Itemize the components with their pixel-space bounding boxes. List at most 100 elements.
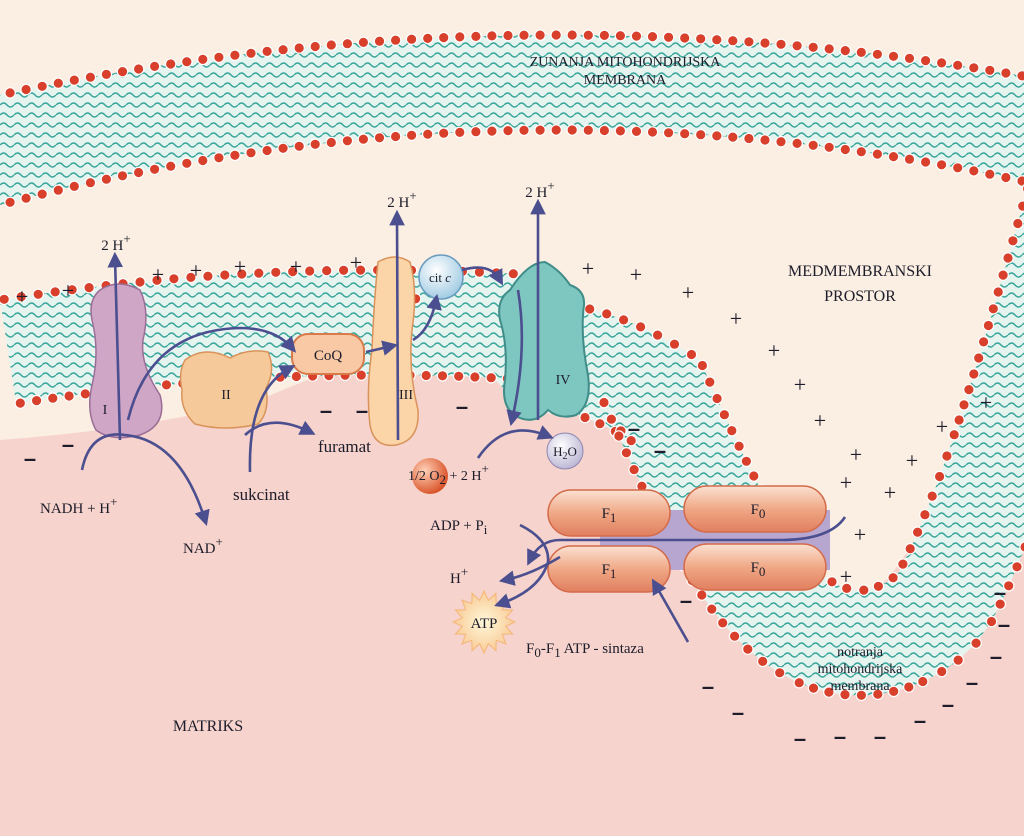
- lipid-head: [32, 288, 44, 301]
- water-molecule: [546, 432, 584, 470]
- lipid-head: [598, 396, 610, 409]
- lipid-head: [951, 162, 964, 174]
- positive-charge: +: [936, 414, 948, 439]
- lipid-head: [52, 184, 65, 196]
- lipid-head: [151, 274, 163, 287]
- lipid-head: [952, 654, 964, 666]
- lipid-head: [1002, 579, 1015, 592]
- negative-charge: –: [628, 416, 640, 441]
- lipid-head: [967, 62, 980, 74]
- positive-charge: +: [234, 254, 246, 279]
- lipid-head: [309, 138, 321, 151]
- positive-charge: +: [16, 284, 28, 309]
- lipid-head: [341, 135, 354, 147]
- lipid-head: [293, 140, 305, 153]
- lipid-head: [743, 132, 755, 145]
- lipid-head: [904, 542, 916, 555]
- lipid-head: [807, 682, 820, 694]
- negative-charge: –: [794, 726, 806, 751]
- lipid-head: [791, 137, 803, 150]
- h-plus-IV-label: 2 H+: [525, 178, 554, 201]
- lipid-head: [437, 31, 450, 44]
- lipid-head: [826, 575, 838, 588]
- lipid-head: [389, 34, 402, 46]
- coq: [291, 333, 365, 375]
- lipid-head: [421, 32, 434, 45]
- lipid-head: [245, 47, 257, 60]
- complex-III-label: III: [399, 388, 413, 403]
- lipid-head: [994, 598, 1006, 610]
- lipid-head: [997, 269, 1009, 281]
- lipid-head: [598, 124, 611, 137]
- lipid-head: [678, 127, 691, 140]
- f0-lower: [683, 543, 827, 591]
- positive-charge: +: [906, 448, 918, 473]
- positive-charge: +: [152, 262, 164, 287]
- lipid-head: [839, 688, 851, 701]
- lipid-head: [620, 446, 633, 459]
- lipid-head: [740, 455, 753, 468]
- lipid-head: [872, 580, 885, 593]
- lipid-head: [710, 130, 723, 142]
- lipid-head: [987, 302, 1000, 315]
- lipid-head: [628, 463, 640, 476]
- lipid-head: [373, 132, 386, 144]
- lipid-head: [916, 675, 929, 688]
- lipid-head: [871, 48, 884, 61]
- lipid-head: [373, 35, 386, 47]
- positive-charge: +: [768, 338, 780, 363]
- lipid-head: [614, 29, 627, 42]
- lipid-head: [507, 267, 520, 280]
- positive-charge: +: [980, 390, 992, 415]
- f1-upper-label: F1: [602, 506, 617, 525]
- lipid-head: [421, 128, 434, 140]
- positive-charge: +: [794, 372, 806, 397]
- positive-charge: +: [682, 280, 694, 305]
- oxygen-molecule: [412, 458, 448, 494]
- lipid-head: [951, 59, 964, 72]
- succinate-label: sukcinat: [233, 485, 290, 504]
- lipid-head: [261, 45, 273, 58]
- complex-IV-label: IV: [556, 373, 571, 388]
- lipid-head: [452, 370, 465, 383]
- adp-label: ADP + Pi: [430, 518, 488, 537]
- lipid-head: [1000, 171, 1012, 184]
- lipid-head: [470, 30, 482, 43]
- negative-charge: –: [994, 580, 1006, 605]
- lipid-head: [116, 65, 129, 78]
- cit-c-label: cit c: [429, 270, 451, 285]
- f0-upper: [683, 485, 827, 533]
- lipid-head: [68, 74, 81, 86]
- lipid-head: [935, 159, 948, 171]
- complex-I-to-coq-arrow: [126, 326, 297, 421]
- lipid-head: [646, 126, 659, 138]
- lipid-head: [213, 51, 225, 64]
- lipid-head: [485, 371, 497, 384]
- lipid-head: [229, 49, 241, 61]
- positive-charge: +: [730, 306, 742, 331]
- lipid-head: [20, 192, 32, 204]
- lipid-head: [160, 379, 173, 391]
- lipid-head: [598, 29, 611, 42]
- lipid-head: [357, 36, 370, 49]
- lipid-head: [83, 281, 95, 294]
- negative-charge: –: [942, 692, 954, 717]
- lipid-head: [437, 127, 450, 139]
- complex-I: [89, 283, 163, 439]
- negative-charge: –: [966, 670, 978, 695]
- lipid-head: [49, 286, 61, 298]
- lipid-head: [871, 148, 884, 160]
- lipid-head: [983, 168, 996, 180]
- lipid-head: [935, 665, 948, 678]
- lipid-head: [550, 124, 562, 136]
- negative-charge: –: [990, 644, 1002, 669]
- lipid-head: [84, 176, 97, 189]
- lipid-head: [711, 392, 723, 405]
- lipid-head: [148, 163, 161, 176]
- negative-charge: –: [998, 612, 1010, 637]
- lipid-head: [1016, 175, 1024, 187]
- lipid-head: [309, 40, 321, 53]
- lipid-head: [550, 29, 562, 41]
